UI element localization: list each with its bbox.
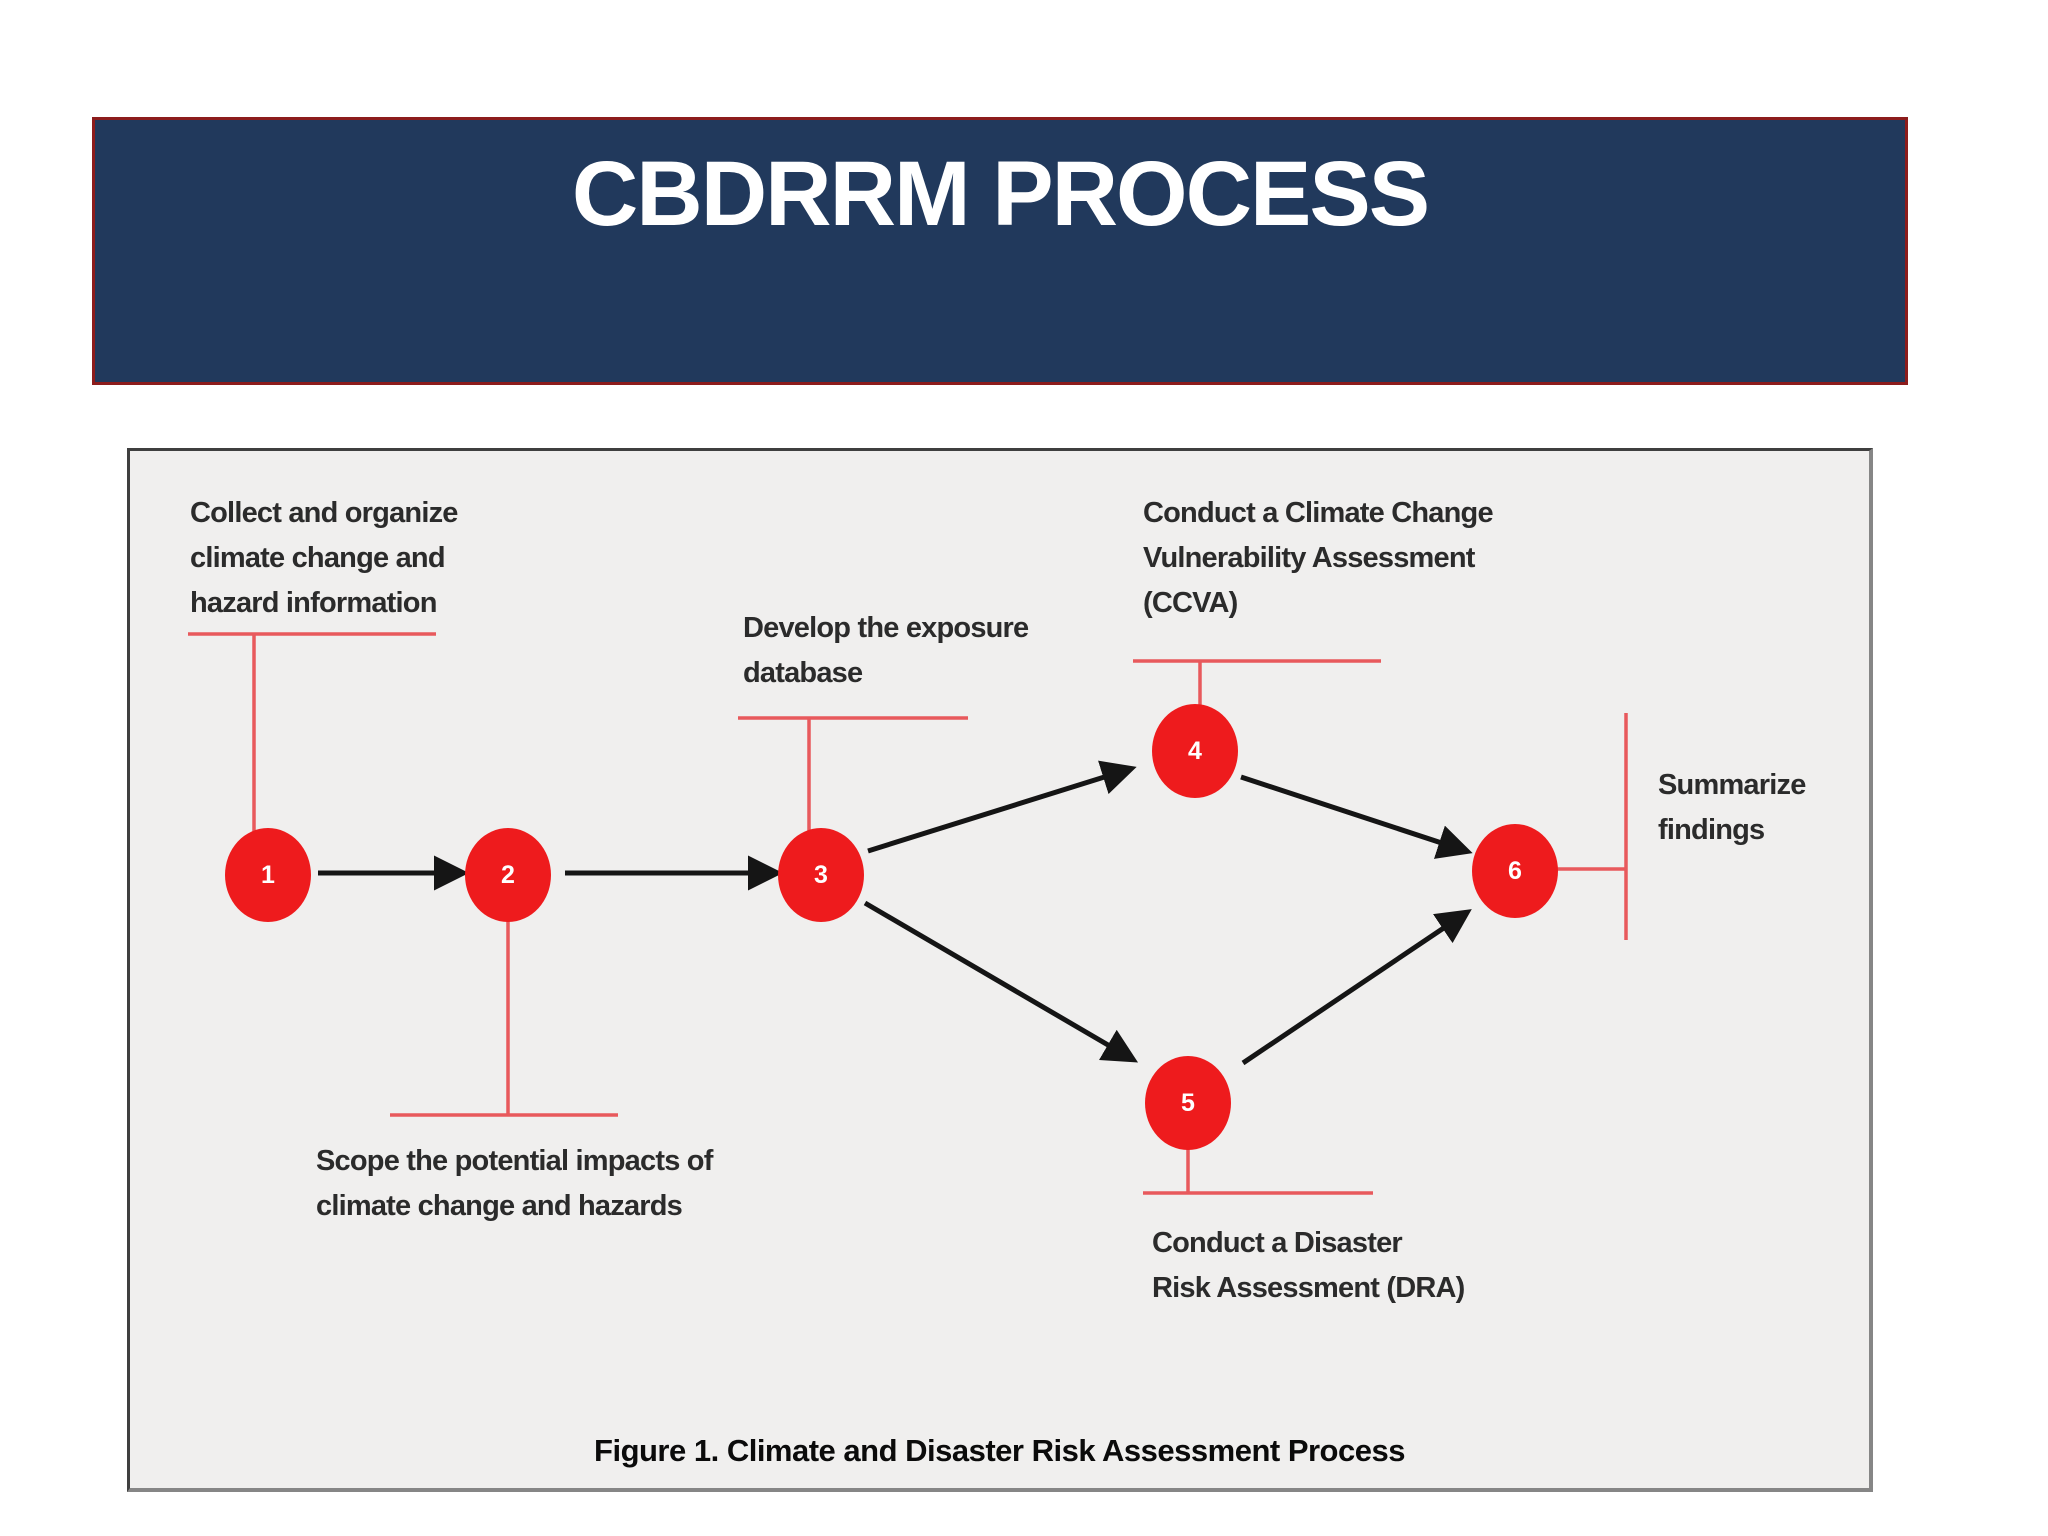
title-banner: CBDRRM PROCESS: [92, 117, 1908, 385]
figure-caption: Figure 1. Climate and Disaster Risk Asse…: [594, 1433, 1405, 1468]
label-connector-lines: [188, 632, 1628, 1195]
step-node-3: 3: [778, 828, 864, 922]
step-number: 4: [1188, 736, 1202, 765]
step-label-5: Conduct a Disaster Risk Assessment (DRA): [1152, 1227, 1465, 1304]
step-node-6: 6: [1472, 824, 1558, 918]
flow-connectors: [188, 632, 1628, 1195]
arrow-4-6: [1240, 774, 1473, 859]
arrow-3-4: [867, 760, 1137, 854]
figure-panel: 1 2 3 4 5 6 Collect and organize climate…: [127, 448, 1873, 1492]
step-number: 1: [261, 860, 275, 889]
step-number: 5: [1181, 1088, 1195, 1117]
step-label-6: Summarize findings: [1658, 769, 1806, 846]
step-node-1: 1: [225, 828, 311, 922]
flow-arrow-group: [318, 760, 1473, 1066]
step-label-4: Conduct a Climate Change Vulnerability A…: [1143, 497, 1494, 619]
step-number: 6: [1508, 856, 1522, 885]
step-node-4: 4: [1152, 704, 1238, 798]
step-label-2: Scope the potential impacts of climate c…: [316, 1145, 713, 1222]
step-number: 2: [501, 860, 515, 889]
step-label-1: Collect and organize climate change and …: [190, 497, 458, 619]
step-label-3: Develop the exposure database: [743, 612, 1029, 689]
step-node-5: 5: [1145, 1056, 1231, 1150]
arrow-3-5: [863, 900, 1139, 1063]
step-node-2: 2: [465, 828, 551, 922]
slide-title: CBDRRM PROCESS: [571, 143, 1430, 245]
step-number: 3: [814, 860, 828, 889]
arrow-5-6: [1241, 909, 1472, 1066]
